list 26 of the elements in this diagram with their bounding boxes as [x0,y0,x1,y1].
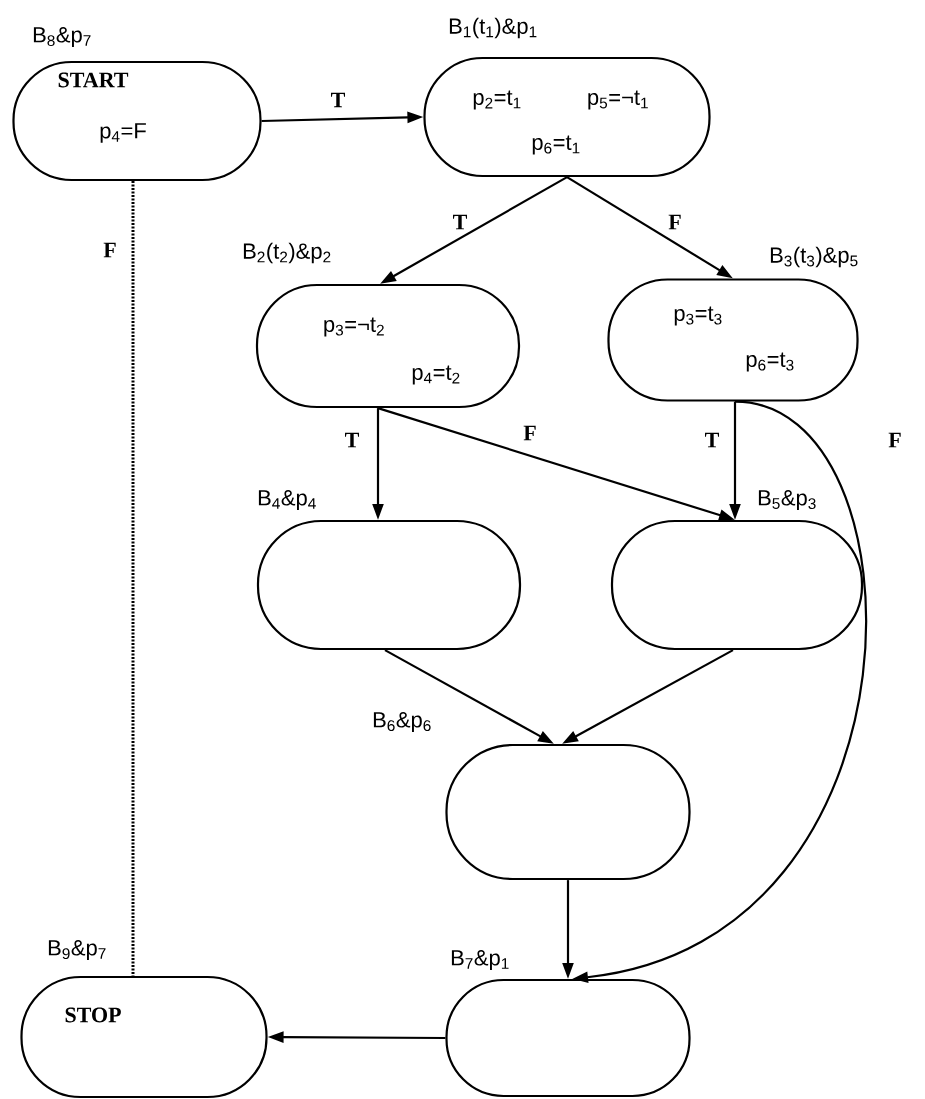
node-label: B$_{3}$(t$_{3}$)&p$_{5}$ [770,246,858,268]
edge-label: F [101,240,119,260]
edge-label: T [702,430,722,450]
terminal-box: B$_{1}$(t$_{1}$)&p$_{1}$ p$_{2}$=t$_{1}$ p$_{5}$=¬t$_{1}$ p$_{6}$=t$_{1}$ [423,17,711,178]
node-label: B$_{1}$(t$_{1}$)&p$_{1}$ [449,17,537,39]
terminal-box: B$_{9}$&p$_{7}$ STOP [20,940,268,1099]
node-label: B$_{5}$&p$_{3}$ [758,490,816,510]
terminal-box: B$_{2}$(t$_{2}$)&p$_{2}$ p$_{3}$=¬t$_{2}$ p$_{4}$=t$_{2}$ [243,242,521,409]
node-label: B$_{8}$&p$_{7}$ [33,27,91,47]
terminal-box: B$_{8}$&p$_{7}$ START p$_{4}$=F [12,27,262,182]
terminal-box: B$_{7}$&p$_{1}$ [445,950,691,1098]
edge-label: T [342,430,362,450]
node-label: B$_{6}$&p$_{6}$ [373,712,431,732]
node-label: B$_{7}$&p$_{1}$ [451,950,509,970]
edge-label: F [666,212,684,232]
edge-label: T [450,212,470,232]
edge-label: F [521,423,539,443]
terminal-box: B$_{3}$(t$_{3}$)&p$_{5}$ p$_{3}$=t$_{3}$ p$_{6}$=t$_{3}$ [607,246,859,402]
edge-label: T [328,90,348,110]
node-label: B$_{2}$(t$_{2}$)&p$_{2}$ [243,242,331,264]
edge-label: F [886,430,904,450]
terminal-box: B$_{4}$&p$_{4}$ [256,490,522,651]
terminal-box: B$_{5}$&p$_{3}$ [610,490,864,651]
terminal-box: B$_{6}$&p$_{6}$ [373,712,691,881]
node-label: B$_{9}$&p$_{7}$ [48,940,106,960]
node-label: B$_{4}$&p$_{4}$ [258,490,316,510]
